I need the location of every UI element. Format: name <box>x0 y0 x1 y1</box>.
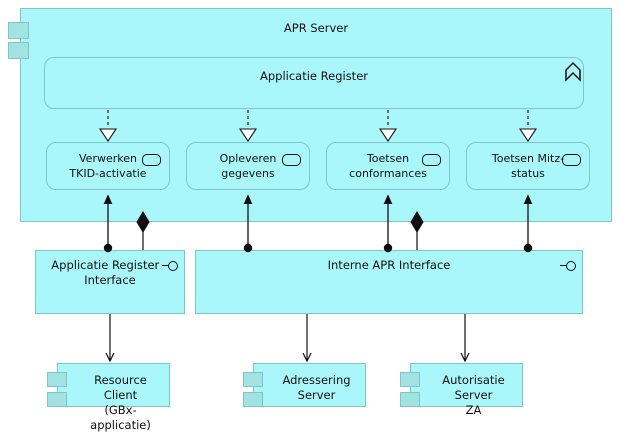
diagram-canvas: APR Server Applicatie Register Verwerken… <box>8 8 612 432</box>
component-label: Autorisatie Server ZA <box>442 373 505 417</box>
lollipop-stem <box>560 264 566 267</box>
package-tab-lower <box>8 42 29 59</box>
service-label: Verwerken TKID-activatie <box>69 152 147 180</box>
service-box-opleveren-gegevens[interactable]: Opleveren gegevens <box>186 142 310 190</box>
component-label: Resource Client (GBx-applicatie) <box>90 373 151 432</box>
service-label: Toetsen Mitz- status <box>491 152 565 180</box>
lollipop-stem <box>162 264 168 267</box>
application-service-icon <box>562 154 581 166</box>
service-label: Opleveren gegevens <box>219 152 277 180</box>
interface-box-interne-apr[interactable]: Interne APR Interface <box>195 250 583 314</box>
usage-arrows <box>110 314 465 361</box>
chevron-up-icon <box>563 60 583 86</box>
applicatie-register-subsystem[interactable]: Applicatie Register <box>44 57 584 109</box>
uml-component-icon-tab-upper <box>47 372 67 387</box>
component-label: Adressering Server <box>282 373 351 402</box>
component-box-resource-client[interactable]: Resource Client (GBx-applicatie) <box>57 363 170 432</box>
lollipop-ball <box>168 260 178 271</box>
provided-interface-lollipop-icon <box>560 259 576 272</box>
component-box-adressering-server[interactable]: Adressering Server <box>253 363 366 407</box>
apr-server-title: APR Server <box>283 21 349 35</box>
interface-label: Interne APR Interface <box>327 258 451 272</box>
uml-component-icon-tab-lower <box>47 392 67 407</box>
uml-component-icon-tab-upper <box>400 372 420 387</box>
interface-label: Applicatie Register – Interface <box>51 258 169 287</box>
uml-component-icon-tab-upper <box>243 372 263 387</box>
service-box-verwerken-tkid-activatie[interactable]: Verwerken TKID-activatie <box>46 142 170 190</box>
component-box-autorisatie-server-za[interactable]: Autorisatie Server ZA <box>410 363 523 417</box>
application-service-icon <box>142 154 161 166</box>
provided-interface-lollipop-icon <box>162 259 178 272</box>
service-label: Toetsen conformances <box>349 152 427 180</box>
application-service-icon <box>282 154 301 166</box>
service-box-toetsen-conformances[interactable]: Toetsen conformances <box>326 142 450 190</box>
application-service-icon <box>422 154 441 166</box>
uml-component-icon-tab-lower <box>400 392 420 407</box>
lollipop-ball <box>566 260 576 271</box>
interface-box-applicatie-register[interactable]: Applicatie Register – Interface <box>35 250 185 314</box>
applicatie-register-title: Applicatie Register <box>259 69 368 83</box>
service-box-toetsen-mitz-status[interactable]: Toetsen Mitz- status <box>466 142 590 190</box>
uml-component-icon-tab-lower <box>243 392 263 407</box>
package-tab-upper <box>8 22 29 39</box>
